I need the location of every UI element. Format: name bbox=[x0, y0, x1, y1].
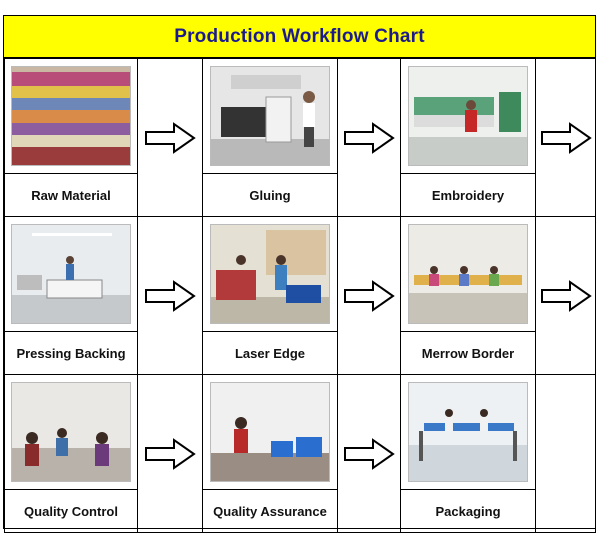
step-label-embroidery: Embroidery bbox=[400, 173, 536, 217]
step-label-pressing-backing: Pressing Backing bbox=[4, 331, 138, 375]
pressing-backing-photo bbox=[11, 224, 131, 324]
merrow-border-photo bbox=[408, 224, 528, 324]
title-bar: Production Workflow Chart bbox=[4, 16, 595, 58]
arrow-cell bbox=[337, 58, 401, 217]
workflow-chart: Production Workflow Chart bbox=[3, 15, 596, 533]
arrow-cell bbox=[535, 58, 596, 217]
arrow-cell bbox=[137, 58, 203, 217]
right-arrow-icon bbox=[536, 121, 595, 154]
right-arrow-icon bbox=[338, 437, 400, 470]
step-photo-cell bbox=[4, 58, 138, 174]
step-label-gluing: Gluing bbox=[202, 173, 338, 217]
arrow-cell bbox=[535, 216, 596, 375]
arrow-cell bbox=[137, 216, 203, 375]
step-photo-cell bbox=[4, 216, 138, 332]
right-arrow-icon bbox=[138, 279, 202, 312]
raw-material-photo bbox=[11, 66, 131, 166]
step-label-merrow-border: Merrow Border bbox=[400, 331, 536, 375]
gluing-photo bbox=[210, 66, 330, 166]
workflow-grid: Raw Material Gluing Embroidery bbox=[4, 58, 596, 533]
quality-assurance-photo bbox=[210, 382, 330, 482]
right-arrow-icon bbox=[138, 121, 202, 154]
step-label-laser-edge: Laser Edge bbox=[202, 331, 338, 375]
step-photo-cell bbox=[202, 58, 338, 174]
laser-edge-photo bbox=[210, 224, 330, 324]
step-label-raw-material: Raw Material bbox=[4, 173, 138, 217]
arrow-cell bbox=[337, 216, 401, 375]
step-label-quality-assurance: Quality Assurance bbox=[202, 489, 338, 533]
step-photo-cell bbox=[202, 216, 338, 332]
arrow-cell bbox=[337, 374, 401, 533]
step-photo-cell bbox=[400, 58, 536, 174]
step-label-quality-control: Quality Control bbox=[4, 489, 138, 533]
right-arrow-icon bbox=[338, 121, 400, 154]
chart-title: Production Workflow Chart bbox=[174, 25, 425, 47]
right-arrow-icon bbox=[138, 437, 202, 470]
empty-cell bbox=[535, 374, 596, 533]
embroidery-photo bbox=[408, 66, 528, 166]
quality-control-photo bbox=[11, 382, 131, 482]
step-photo-cell bbox=[202, 374, 338, 490]
right-arrow-icon bbox=[338, 279, 400, 312]
step-photo-cell bbox=[400, 216, 536, 332]
packaging-photo bbox=[408, 382, 528, 482]
step-label-packaging: Packaging bbox=[400, 489, 536, 533]
arrow-cell bbox=[137, 374, 203, 533]
step-photo-cell bbox=[4, 374, 138, 490]
step-photo-cell bbox=[400, 374, 536, 490]
right-arrow-icon bbox=[536, 279, 595, 312]
